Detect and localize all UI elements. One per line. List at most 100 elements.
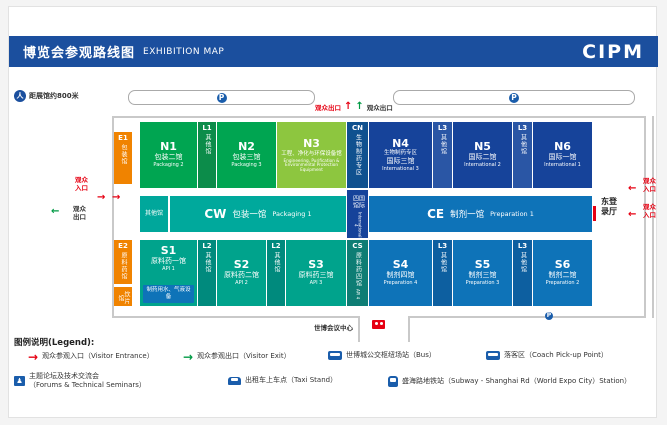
hall-code: S6 [554, 258, 571, 272]
legend-label: 盛海路地铁站（Subway - Shanghai Rd（World Expo C… [402, 376, 632, 385]
hall-name-en: International 2 [464, 162, 501, 169]
legend-label-en: （Forums & Technical Seminars） [29, 381, 146, 390]
page-title: 博览会参观路线图 [23, 46, 136, 61]
hall-code: N4 [392, 136, 409, 150]
hall-name-en: Preparation 1 [490, 210, 534, 218]
coach-icon [486, 351, 500, 361]
hall-code: CE [427, 207, 445, 221]
hall-L3a: L3 其他馆 [433, 122, 452, 188]
exit-arrow-icon: → [183, 350, 194, 364]
legend-label: 落客区（Coach Pick-up Point） [504, 351, 608, 359]
walk-distance-text: 距展馆约800米 [29, 92, 79, 100]
hall-name-en: Packaging 1 [272, 210, 312, 218]
legend-title: 图例说明(Legend): [14, 338, 95, 348]
hall-code: S3 [308, 258, 324, 272]
entrance-arrow-icon: → [97, 192, 106, 203]
hall-name-cn: 原料药三馆 [298, 271, 334, 280]
hall-name-cn: 原料药馆 [120, 252, 127, 280]
legend-forums: 主题论坛及技术交流会 （Forums & Technical Seminars） [14, 372, 146, 391]
hall-code: S2 [233, 258, 250, 272]
hall-name-cn: 其他馆 [519, 252, 527, 273]
hall-code: L3 [437, 124, 448, 132]
east-road [652, 116, 654, 318]
legend-bus: 世博城公交枢纽场站（Bus） [328, 351, 436, 361]
legend-visitor-entrance: → 观众参观入口（Visitor Entrance） [28, 351, 154, 363]
hall-name-cn: 其他馆 [144, 210, 163, 218]
hall-code: L1 [202, 124, 212, 132]
top-exit-label-a: 观众出口 [315, 104, 341, 112]
east-registration-hall-label: 东登录厅 [601, 197, 617, 216]
south-road-stub [358, 316, 410, 342]
hall-name-cn: 其他馆 [439, 252, 447, 273]
hall-code: CW [204, 207, 227, 221]
conference-center-label: 世博会议中心 [314, 324, 353, 332]
forum-icon [14, 376, 25, 387]
hall-name-cn: 制剂二馆 [548, 271, 577, 280]
hall-name-en: API 2 [235, 280, 248, 287]
hall-name-en: International 4 [353, 212, 363, 238]
hall-name-cn: 国际一馆 [548, 153, 577, 162]
legend-label: 世博城公交枢纽场站（Bus） [346, 351, 436, 359]
hall-name-cn: 包装二馆 [154, 153, 183, 162]
legend-coach-pickup: 落客区（Coach Pick-up Point） [486, 351, 608, 361]
subway-icon [388, 376, 398, 387]
hall-code: CS [352, 242, 363, 250]
hall-name-cn: 包装馆 [120, 144, 127, 165]
header-bar: 博览会参观路线图 EXHIBITION MAP CIPM [9, 36, 658, 67]
hall-name-cn: 国际三馆 [386, 157, 415, 166]
east-gate-icon [593, 206, 596, 221]
hall-name-cn: 国际二馆 [468, 153, 497, 162]
hall-name-en: Engineering, Purification & Environmenta… [283, 157, 340, 172]
hall-name-cn: 包装三馆 [232, 153, 261, 162]
left-exit-label: 观众出口 [73, 205, 86, 221]
hall-name-cn: 其他馆 [204, 252, 211, 273]
conference-center-icon [372, 320, 385, 329]
legend-label: 观众参观出口（Visitor Exit） [197, 352, 291, 361]
hall-code: S1 [160, 244, 177, 257]
hall-name-en: API 4 [355, 289, 361, 300]
entrance-arrow-icon: ← [628, 183, 637, 194]
parking-icon: P [509, 92, 519, 103]
hall-code: N3 [303, 136, 320, 150]
right-entrance-label-top: 观众入口 [643, 177, 656, 193]
hall-name-cn: 制剂四馆 [386, 271, 415, 280]
hall-name-cn: 其他馆 [439, 134, 447, 155]
taxi-icon [228, 376, 241, 385]
hall-name-en: Packaging 2 [153, 162, 184, 169]
hall-name-cn: 其他馆 [519, 134, 527, 155]
hall-name-en: API 1 [162, 265, 175, 272]
hall-code: N1 [160, 140, 177, 154]
legend-label: 主题论坛及技术交流会 [29, 372, 99, 380]
hall-name-cn: 制剂一馆 [450, 210, 485, 220]
hall-OTHW: 其他馆 [140, 196, 168, 232]
hall-code: L3 [517, 242, 528, 250]
hall-name-en: International 1 [544, 162, 581, 169]
exit-arrow-up-red-icon: ↑ [344, 101, 353, 112]
legend-subway: 盛海路地铁站（Subway - Shanghai Rd（World Expo C… [388, 376, 656, 387]
hall-name-en: Preparation 2 [545, 280, 580, 287]
entrance-arrow-icon: → [28, 350, 39, 364]
page-title-en: EXHIBITION MAP [143, 46, 225, 57]
hall-name-cn: 原料药一馆 [151, 257, 186, 265]
hall-subblock: 制药用水、气液设备 [143, 285, 194, 303]
bus-icon [328, 351, 342, 361]
parking-icon: P [216, 92, 227, 103]
legend-taxi: 出租车上车点（Taxi Stand） [228, 376, 337, 385]
exit-arrow-icon: ← [51, 206, 60, 217]
top-exit-labels: 观众出口 ↑ ↑ 观众出口 [315, 101, 393, 113]
